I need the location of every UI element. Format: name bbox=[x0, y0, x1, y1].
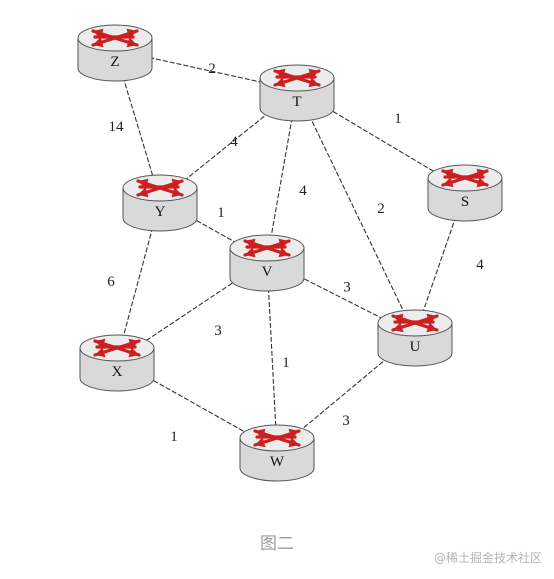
edge-weight-v-w: 1 bbox=[282, 355, 290, 371]
router-t: T bbox=[259, 64, 335, 122]
edge-weight-t-y: 4 bbox=[230, 134, 238, 150]
routers-layer: Z T S Y V U X W bbox=[77, 24, 503, 482]
edge-weight-t-v: 4 bbox=[299, 183, 307, 199]
edge-weight-v-u: 3 bbox=[343, 280, 351, 296]
router-label: S bbox=[461, 194, 469, 210]
edge-v-w bbox=[266, 259, 278, 451]
router-icon bbox=[91, 28, 139, 48]
router-u: U bbox=[377, 309, 453, 367]
router-w: W bbox=[239, 424, 315, 482]
router-y: Y bbox=[122, 174, 198, 232]
router-label: X bbox=[112, 364, 123, 380]
router-icon bbox=[441, 168, 489, 188]
router-s: S bbox=[427, 164, 503, 222]
router-icon bbox=[253, 428, 301, 448]
edge-weight-x-w: 1 bbox=[170, 429, 178, 445]
edge-weight-z-y: 14 bbox=[109, 119, 125, 135]
router-icon bbox=[243, 238, 291, 258]
edge-weight-t-s: 1 bbox=[394, 111, 402, 127]
router-label: V bbox=[262, 264, 273, 280]
router-icon bbox=[273, 68, 321, 88]
watermark: @稀土掘金技术社区 bbox=[433, 551, 542, 565]
router-label: Z bbox=[110, 54, 119, 70]
router-label: U bbox=[410, 339, 421, 355]
edge-weight-y-v: 1 bbox=[217, 205, 225, 221]
edge-weight-z-t: 2 bbox=[208, 61, 216, 77]
edge-weight-w-u: 3 bbox=[342, 413, 350, 429]
edge-weight-v-x: 3 bbox=[214, 323, 222, 339]
edge-weight-s-u: 4 bbox=[476, 257, 484, 273]
edge-t-u bbox=[296, 89, 416, 336]
figure-caption: 图二 bbox=[260, 534, 294, 554]
edge-weight-y-x: 6 bbox=[107, 274, 115, 290]
edge-weight-t-u: 2 bbox=[377, 201, 385, 217]
router-label: Y bbox=[155, 204, 166, 220]
router-icon bbox=[136, 178, 184, 198]
router-x: X bbox=[79, 334, 155, 392]
router-label: W bbox=[270, 454, 285, 470]
router-z: Z bbox=[77, 24, 153, 82]
router-label: T bbox=[292, 94, 301, 110]
router-v: V bbox=[229, 234, 305, 292]
router-icon bbox=[391, 313, 439, 333]
router-icon bbox=[93, 338, 141, 358]
